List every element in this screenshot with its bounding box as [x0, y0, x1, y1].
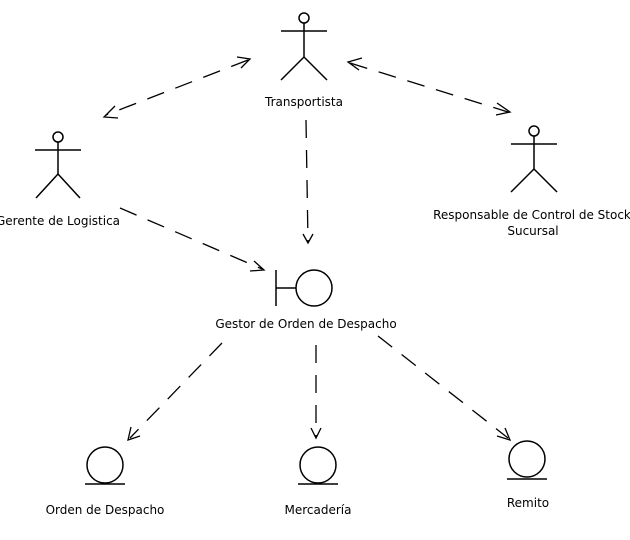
arrowhead-icon	[102, 105, 119, 119]
dashed-line	[129, 342, 223, 439]
entity-mercaderia[interactable]: Mercadería	[285, 446, 352, 517]
association-transportista-gestor[interactable]	[302, 119, 314, 245]
actor-head-icon	[528, 125, 540, 137]
actor-head-icon	[52, 131, 64, 143]
arrowhead-icon	[127, 426, 141, 441]
association-transportista-gerente[interactable]	[102, 56, 252, 119]
boundary-label-gestor: Gestor de Orden de Despacho	[215, 317, 396, 331]
entity-label-mercaderia: Mercadería	[285, 503, 352, 517]
dashed-line	[305, 119, 309, 243]
dashed-line	[377, 335, 509, 439]
entity-remito[interactable]: Remito	[507, 440, 549, 510]
actor-label-responsable-line2: Sucursal	[507, 224, 558, 238]
arrowhead-icon	[346, 57, 363, 71]
actor-responsable-stock[interactable]: Responsable de Control de Stock Sucursal	[433, 125, 630, 238]
actor-gerente-logistica[interactable]: Gerente de Logistica	[0, 131, 120, 228]
arrowhead-icon	[302, 233, 314, 245]
entity-label-remito: Remito	[507, 496, 549, 510]
actor-left-leg	[280, 56, 305, 81]
actor-label-responsable-line1: Responsable de Control de Stock	[433, 208, 630, 222]
association-gestor-orden[interactable]	[127, 342, 223, 441]
boundary-gestor-orden-despacho[interactable]: Gestor de Orden de Despacho	[215, 269, 397, 331]
actor-transportista[interactable]: Transportista	[264, 12, 343, 109]
actor-right-leg	[57, 173, 81, 199]
dashed-line	[119, 207, 263, 270]
arrowhead-icon	[310, 427, 322, 440]
dashed-line	[105, 59, 249, 116]
arrowhead-icon	[236, 56, 252, 69]
arrowhead-icon	[495, 102, 512, 116]
association-gestor-mercaderia[interactable]	[310, 345, 322, 440]
arrowhead-icon	[249, 260, 266, 272]
entity-circle	[86, 446, 124, 484]
actor-label-transportista: Transportista	[264, 95, 343, 109]
association-transportista-responsable[interactable]	[346, 57, 512, 116]
actor-left-leg	[510, 168, 535, 193]
entity-orden-despacho[interactable]: Orden de Despacho	[46, 446, 165, 517]
actor-left-leg	[35, 173, 59, 199]
arrowhead-icon	[496, 427, 512, 442]
actor-label-gerente: Gerente de Logistica	[0, 214, 120, 228]
entity-circle	[508, 440, 546, 478]
dashed-line	[349, 62, 509, 113]
boundary-circle	[295, 269, 333, 307]
association-gerente-gestor[interactable]	[119, 207, 266, 272]
actor-right-leg	[533, 168, 558, 193]
entity-label-orden: Orden de Despacho	[46, 503, 165, 517]
association-gestor-remito[interactable]	[377, 335, 512, 442]
actor-right-leg	[303, 56, 328, 81]
actor-head-icon	[298, 12, 310, 24]
entity-circle	[299, 446, 337, 484]
